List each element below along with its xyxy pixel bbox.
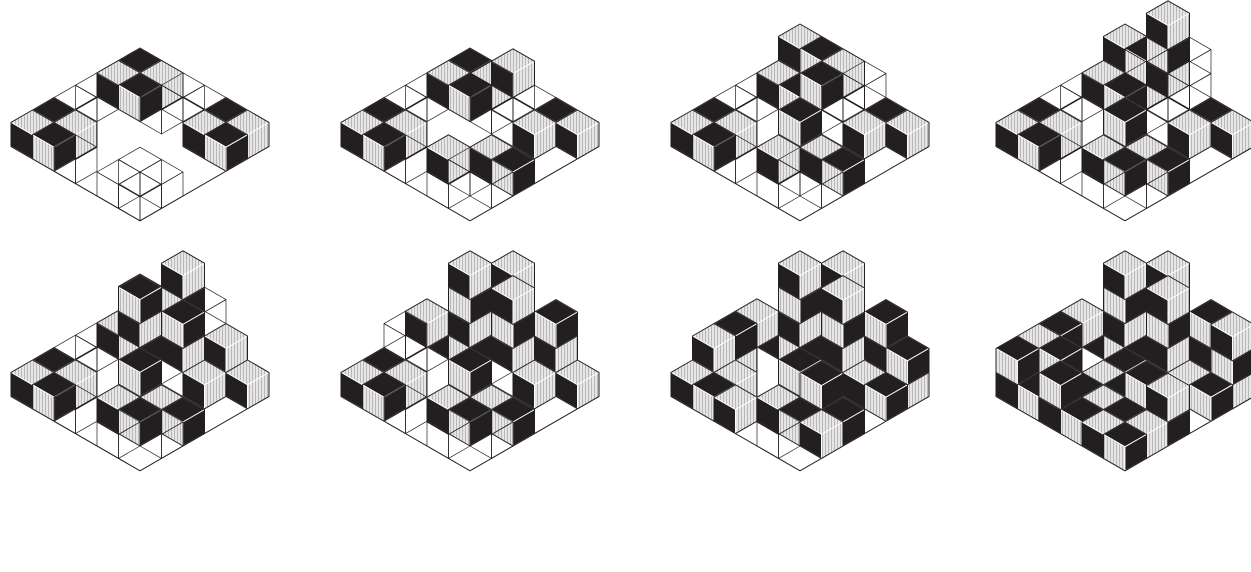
panel-step-2: [341, 48, 599, 221]
panel-step-8: [996, 251, 1251, 471]
panels-layer: [11, 1, 1251, 471]
panel-step-4: [996, 1, 1251, 221]
panel-step-7: [671, 251, 929, 471]
panel-step-5: [11, 251, 269, 471]
panel-step-6: [341, 251, 599, 471]
panel-step-3: [671, 24, 929, 221]
panel-step-1: [11, 48, 269, 221]
